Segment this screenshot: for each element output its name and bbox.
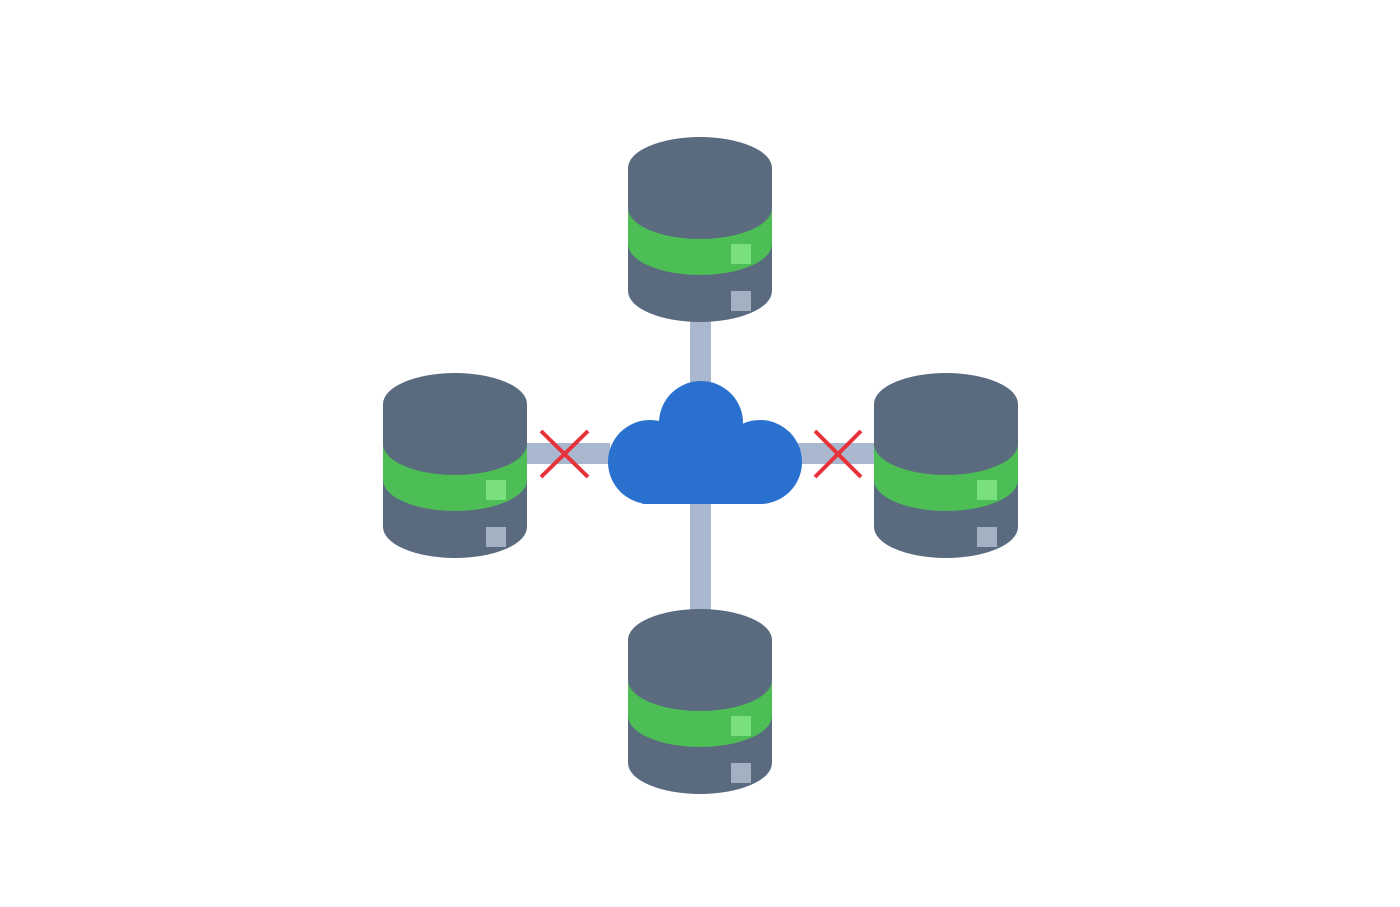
database-icon: [628, 609, 772, 794]
cloud-icon: [608, 381, 802, 504]
database-right: [874, 373, 1018, 558]
database-icon: [383, 373, 527, 558]
database-icon: [874, 373, 1018, 558]
disconnect-icon-right: [813, 429, 863, 479]
database-icon: [628, 137, 772, 322]
database-left: [383, 373, 527, 558]
database-bottom: [628, 609, 772, 794]
database-top: [628, 137, 772, 322]
disconnect-icon-left: [539, 429, 590, 479]
link-bottom: [690, 500, 711, 618]
